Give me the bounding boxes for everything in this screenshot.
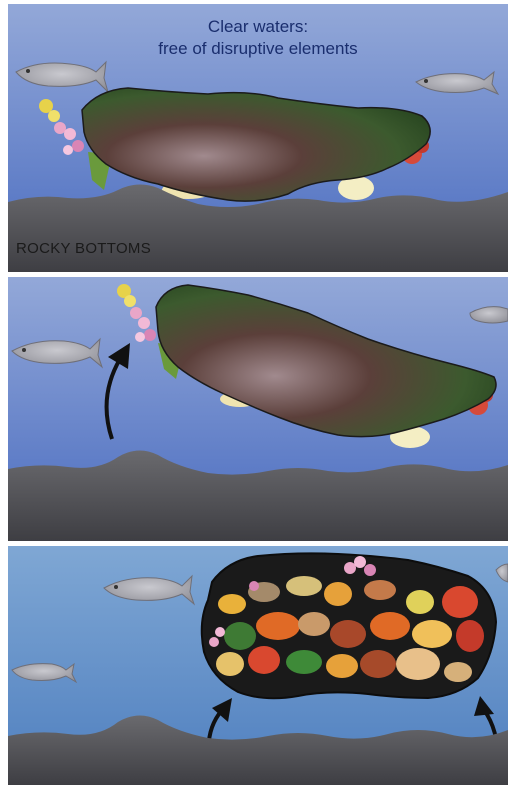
caption-line-2: free of disruptive elements — [8, 38, 508, 60]
panel-3-scene — [8, 546, 508, 785]
caption-line-1: Clear waters: — [8, 16, 508, 38]
panel-slab-drift — [8, 277, 508, 541]
panel-2-scene — [8, 277, 508, 541]
rocky-bottoms-label: ROCKY BOTTOMS — [16, 240, 151, 257]
panel-clear-waters: Clear waters: free of disruptive element… — [8, 4, 508, 272]
panel-reef-colonized — [8, 546, 508, 785]
caption: Clear waters: free of disruptive element… — [8, 16, 508, 60]
